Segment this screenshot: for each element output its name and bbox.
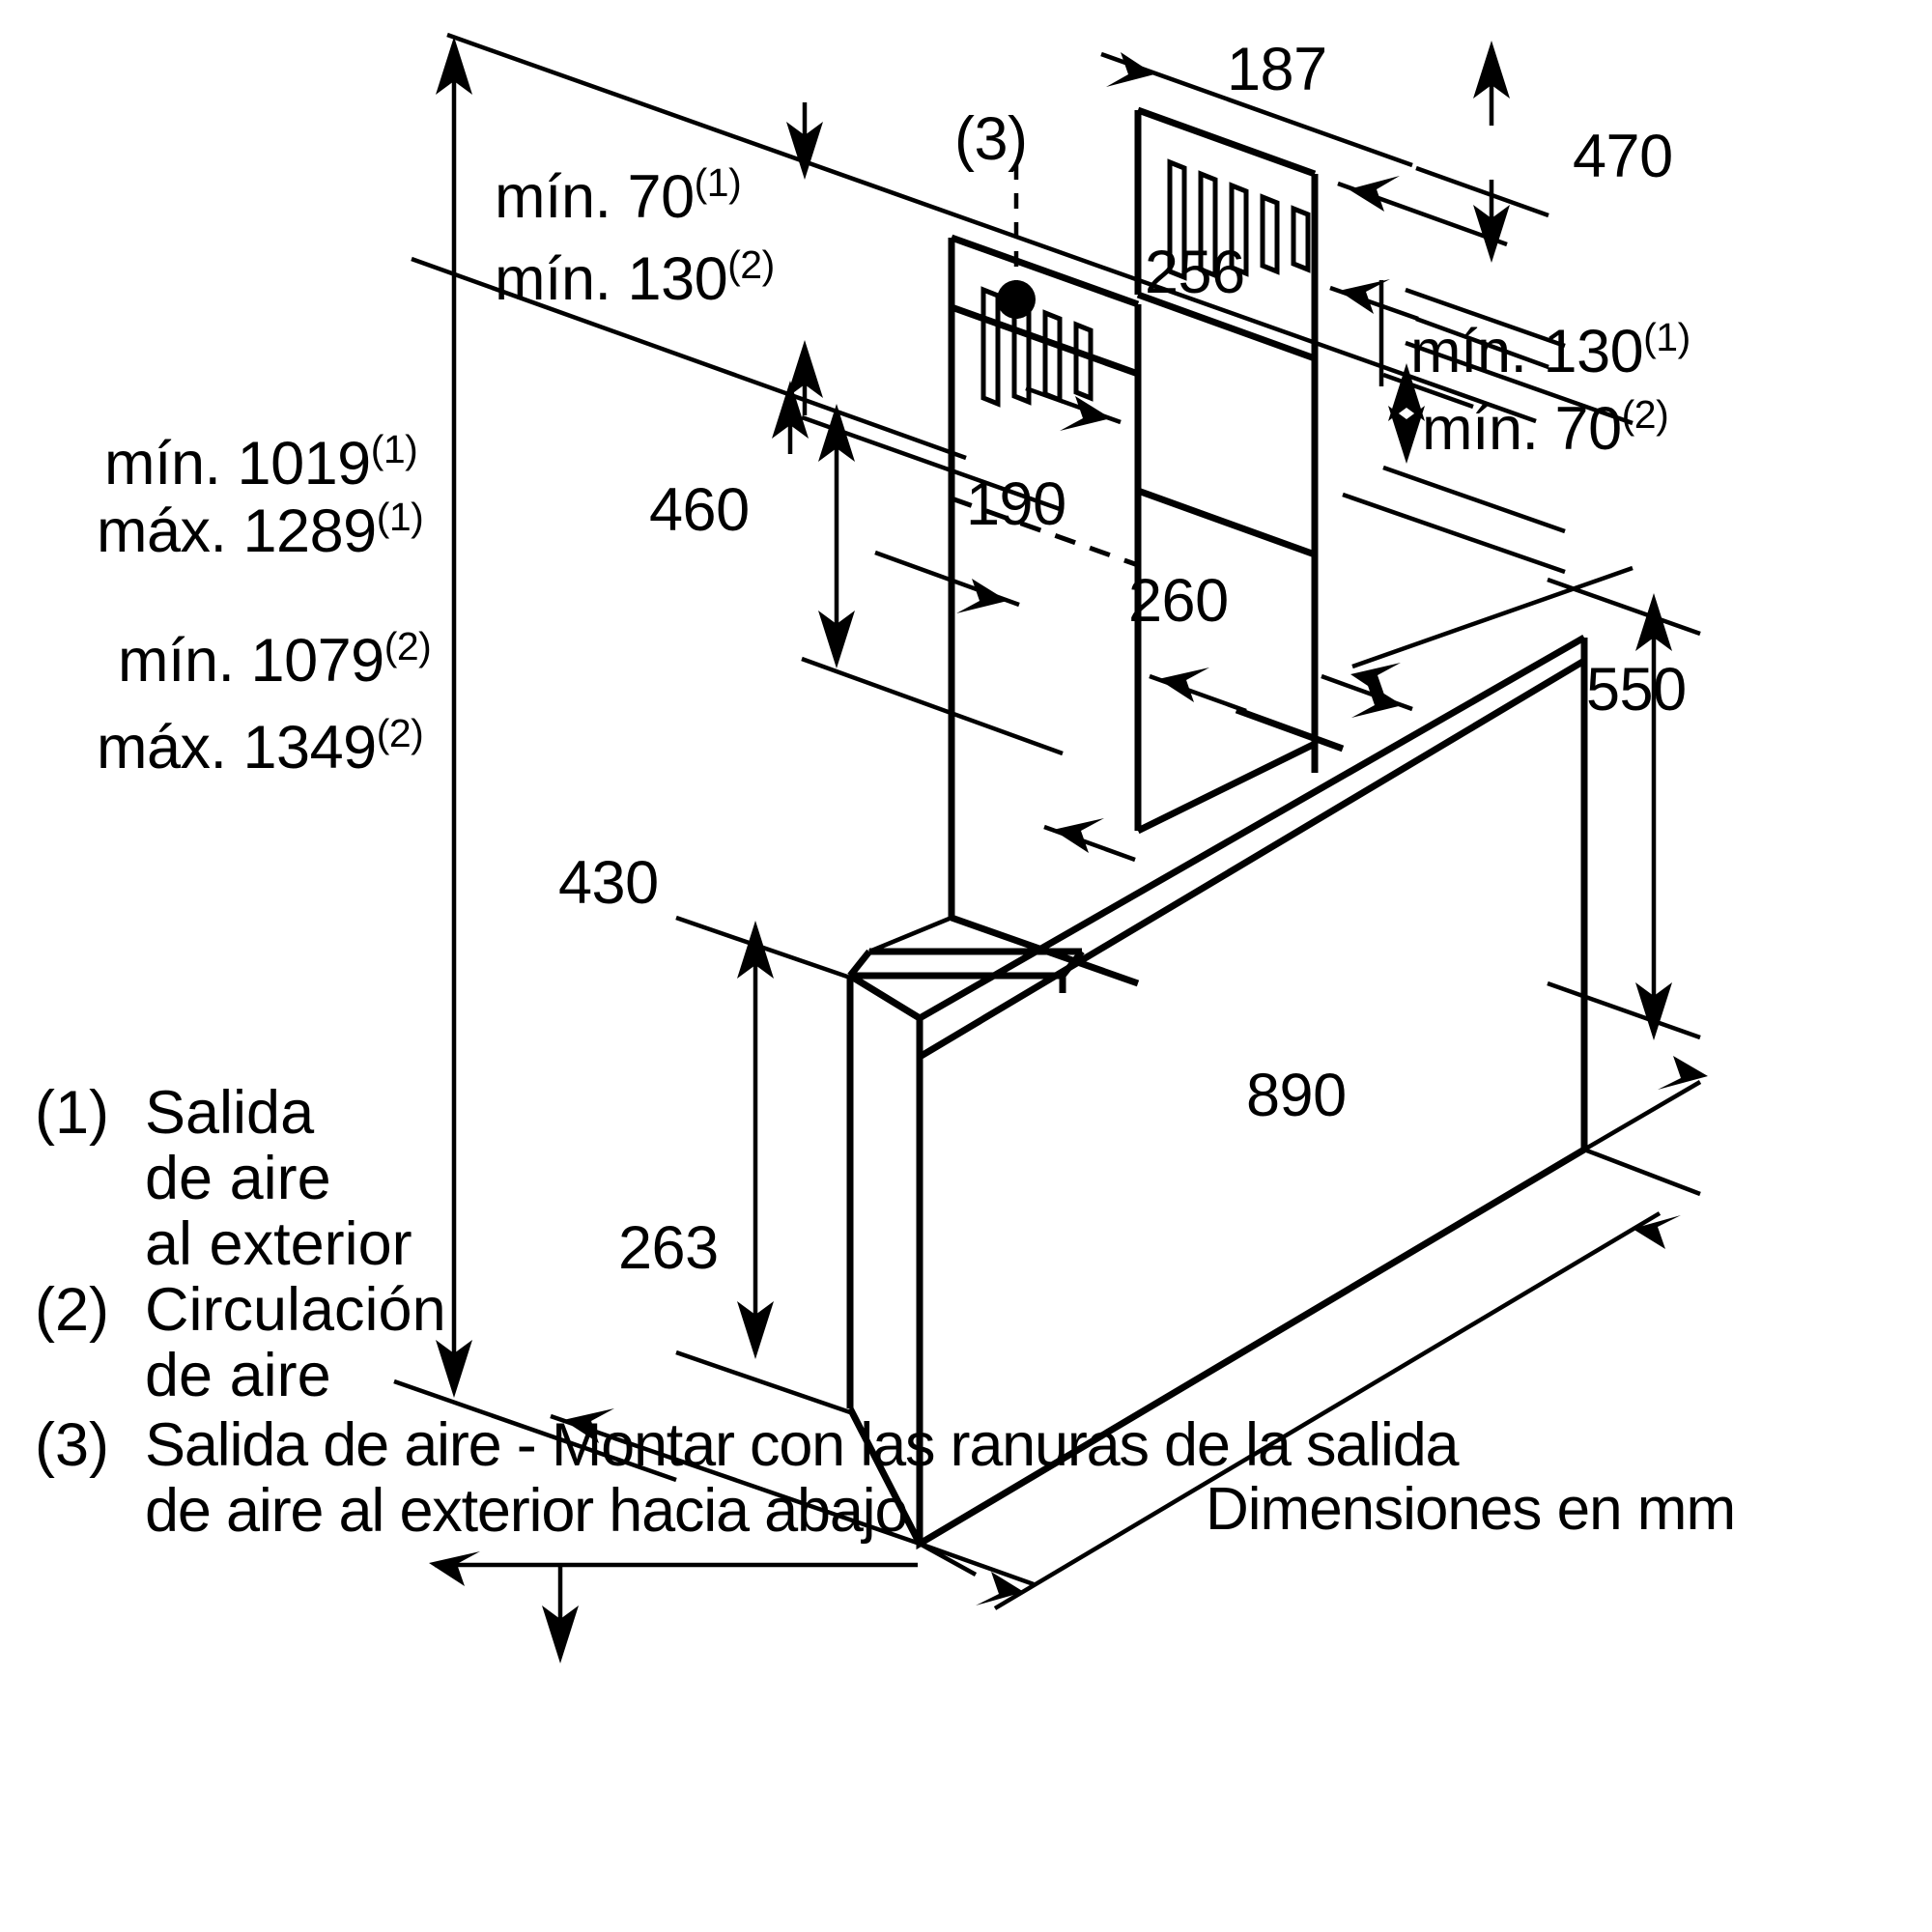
dim-label-460: 460 (649, 476, 750, 544)
overall-height-dimension (436, 32, 1537, 1398)
dim-430 (675, 915, 851, 1415)
air-outlet-center-point (997, 280, 1036, 319)
dim-label-min130-2: mín. 130(2) (495, 242, 775, 313)
legend-item-1-line2: de aire (145, 1145, 331, 1212)
legend-leader-1 (393, 1378, 677, 1483)
chimney-lower-column (948, 554, 1345, 987)
dim-label-min70-2: mín. 70(2) (1422, 392, 1669, 463)
corner-leader-890 (1582, 1056, 1708, 1151)
dim-470 (1337, 41, 1549, 370)
legend-item-3-line1: Salida de aire - Montar con las ranuras … (145, 1411, 1460, 1479)
legend-item-3-line2: de aire al exterior hacia abajo (145, 1477, 909, 1545)
dim-label-max1289: máx. 1289(1) (97, 495, 424, 565)
dim-187 (1100, 51, 1413, 168)
callout-3-label: (3) (954, 105, 1028, 173)
dim-256 (1025, 279, 1419, 431)
dim-label-min130-1: mín. 130(1) (1410, 315, 1690, 385)
dim-890 (918, 1147, 1701, 1610)
dim-label-min70-1: mín. 70(1) (495, 160, 742, 231)
dim-label-256: 256 (1145, 239, 1245, 306)
legend-item-1-line3: al exterior (145, 1210, 412, 1278)
dim-label-430: 430 (558, 849, 659, 917)
ceiling-gap-dimension (411, 102, 967, 461)
dim-label-550: 550 (1586, 656, 1687, 724)
dim-label-263: 263 (618, 1214, 719, 1282)
air-outlet-slots-rear (1167, 158, 1311, 281)
dim-label-190: 190 (966, 470, 1066, 538)
legend-item-2-line2: de aire (145, 1342, 331, 1409)
dim-min130-min70-right (1342, 287, 1634, 575)
units-note: Dimensiones en mm (1206, 1476, 1736, 1543)
dim-label-max1349: máx. 1349(2) (97, 711, 424, 781)
dim-263 (429, 1408, 1035, 1663)
dim-label-260: 260 (1128, 567, 1229, 635)
dim-label-min1019: mín. 1019(1) (104, 427, 418, 497)
dim-label-min1079: mín. 1079(2) (118, 624, 432, 695)
legend-item-2-line1: Circulación (145, 1276, 446, 1344)
dim-190 (874, 550, 1136, 863)
legend-item-1-line1: Salida (145, 1079, 315, 1147)
dim-260 (1149, 668, 1413, 718)
legend-item-3-marker: (3) (35, 1411, 109, 1479)
glass-panel (846, 634, 1588, 1550)
dim-460 (772, 381, 1064, 756)
dim-label-470: 470 (1573, 123, 1673, 190)
dim-label-890: 890 (1246, 1062, 1347, 1129)
legend-item-2-marker: (2) (35, 1276, 109, 1344)
legend-item-1-marker: (1) (35, 1079, 109, 1147)
dim-label-187: 187 (1227, 36, 1327, 103)
dim-550 (1350, 565, 1701, 1040)
